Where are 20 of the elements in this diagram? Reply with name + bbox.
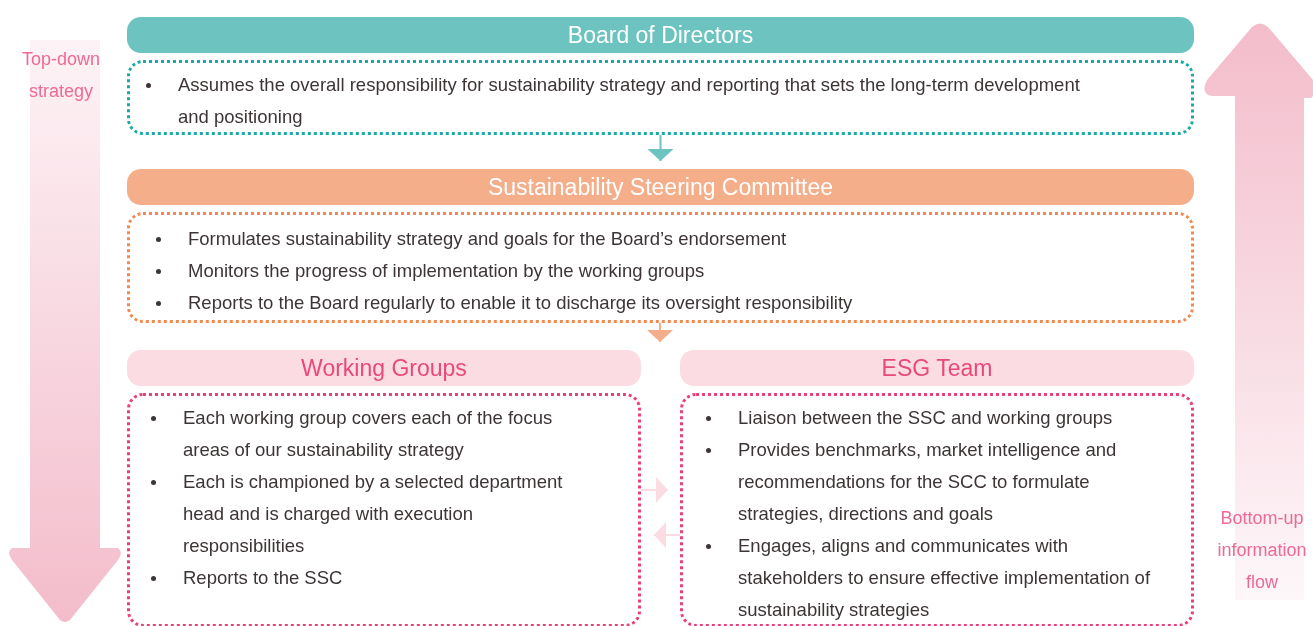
bullet-item: Engages, aligns and communicates with stakeholders to ensure effective implementation of sustainability strategies [738, 530, 1177, 626]
bullet-item: Each working group covers each of the focus areas of our sustainability strategy [183, 402, 578, 466]
bullet-item: Reports to the SSC [183, 562, 578, 594]
arrow [640, 477, 669, 503]
arrow [647, 322, 673, 343]
section-header: Working Groups [127, 350, 641, 386]
bullet-item: Formulates sustainability strategy and goals for the Board’s endorsement [188, 223, 1191, 255]
arrow [647, 134, 674, 162]
bullet-item: Monitors the progress of implementation by the working groups [188, 255, 1191, 287]
bullet-item: Provides benchmarks, market intelligence and recommendations for the SCC to formulate strategies, directions and goals [738, 434, 1177, 530]
bullet-item: Each is championed by a selected department head and is charged with execution responsibilities [183, 466, 578, 562]
bullet-item: Assumes the overall responsibility for sustainability strategy and reporting that sets the long-term development and positioning [178, 69, 1111, 133]
section-header: ESG Team [680, 350, 1194, 386]
arrow [653, 522, 681, 548]
section-header: Board of Directors [127, 17, 1194, 53]
section-header: Sustainability Steering Committee [127, 169, 1194, 205]
direction-label: Bottom-up information flow [1216, 507, 1308, 594]
direction-label: Top-down strategy [20, 48, 101, 103]
bullet-item: Reports to the Board regularly to enable it to discharge its oversight responsibility [188, 287, 1191, 319]
bullet-item: Liaison between the SSC and working groups [738, 402, 1177, 434]
